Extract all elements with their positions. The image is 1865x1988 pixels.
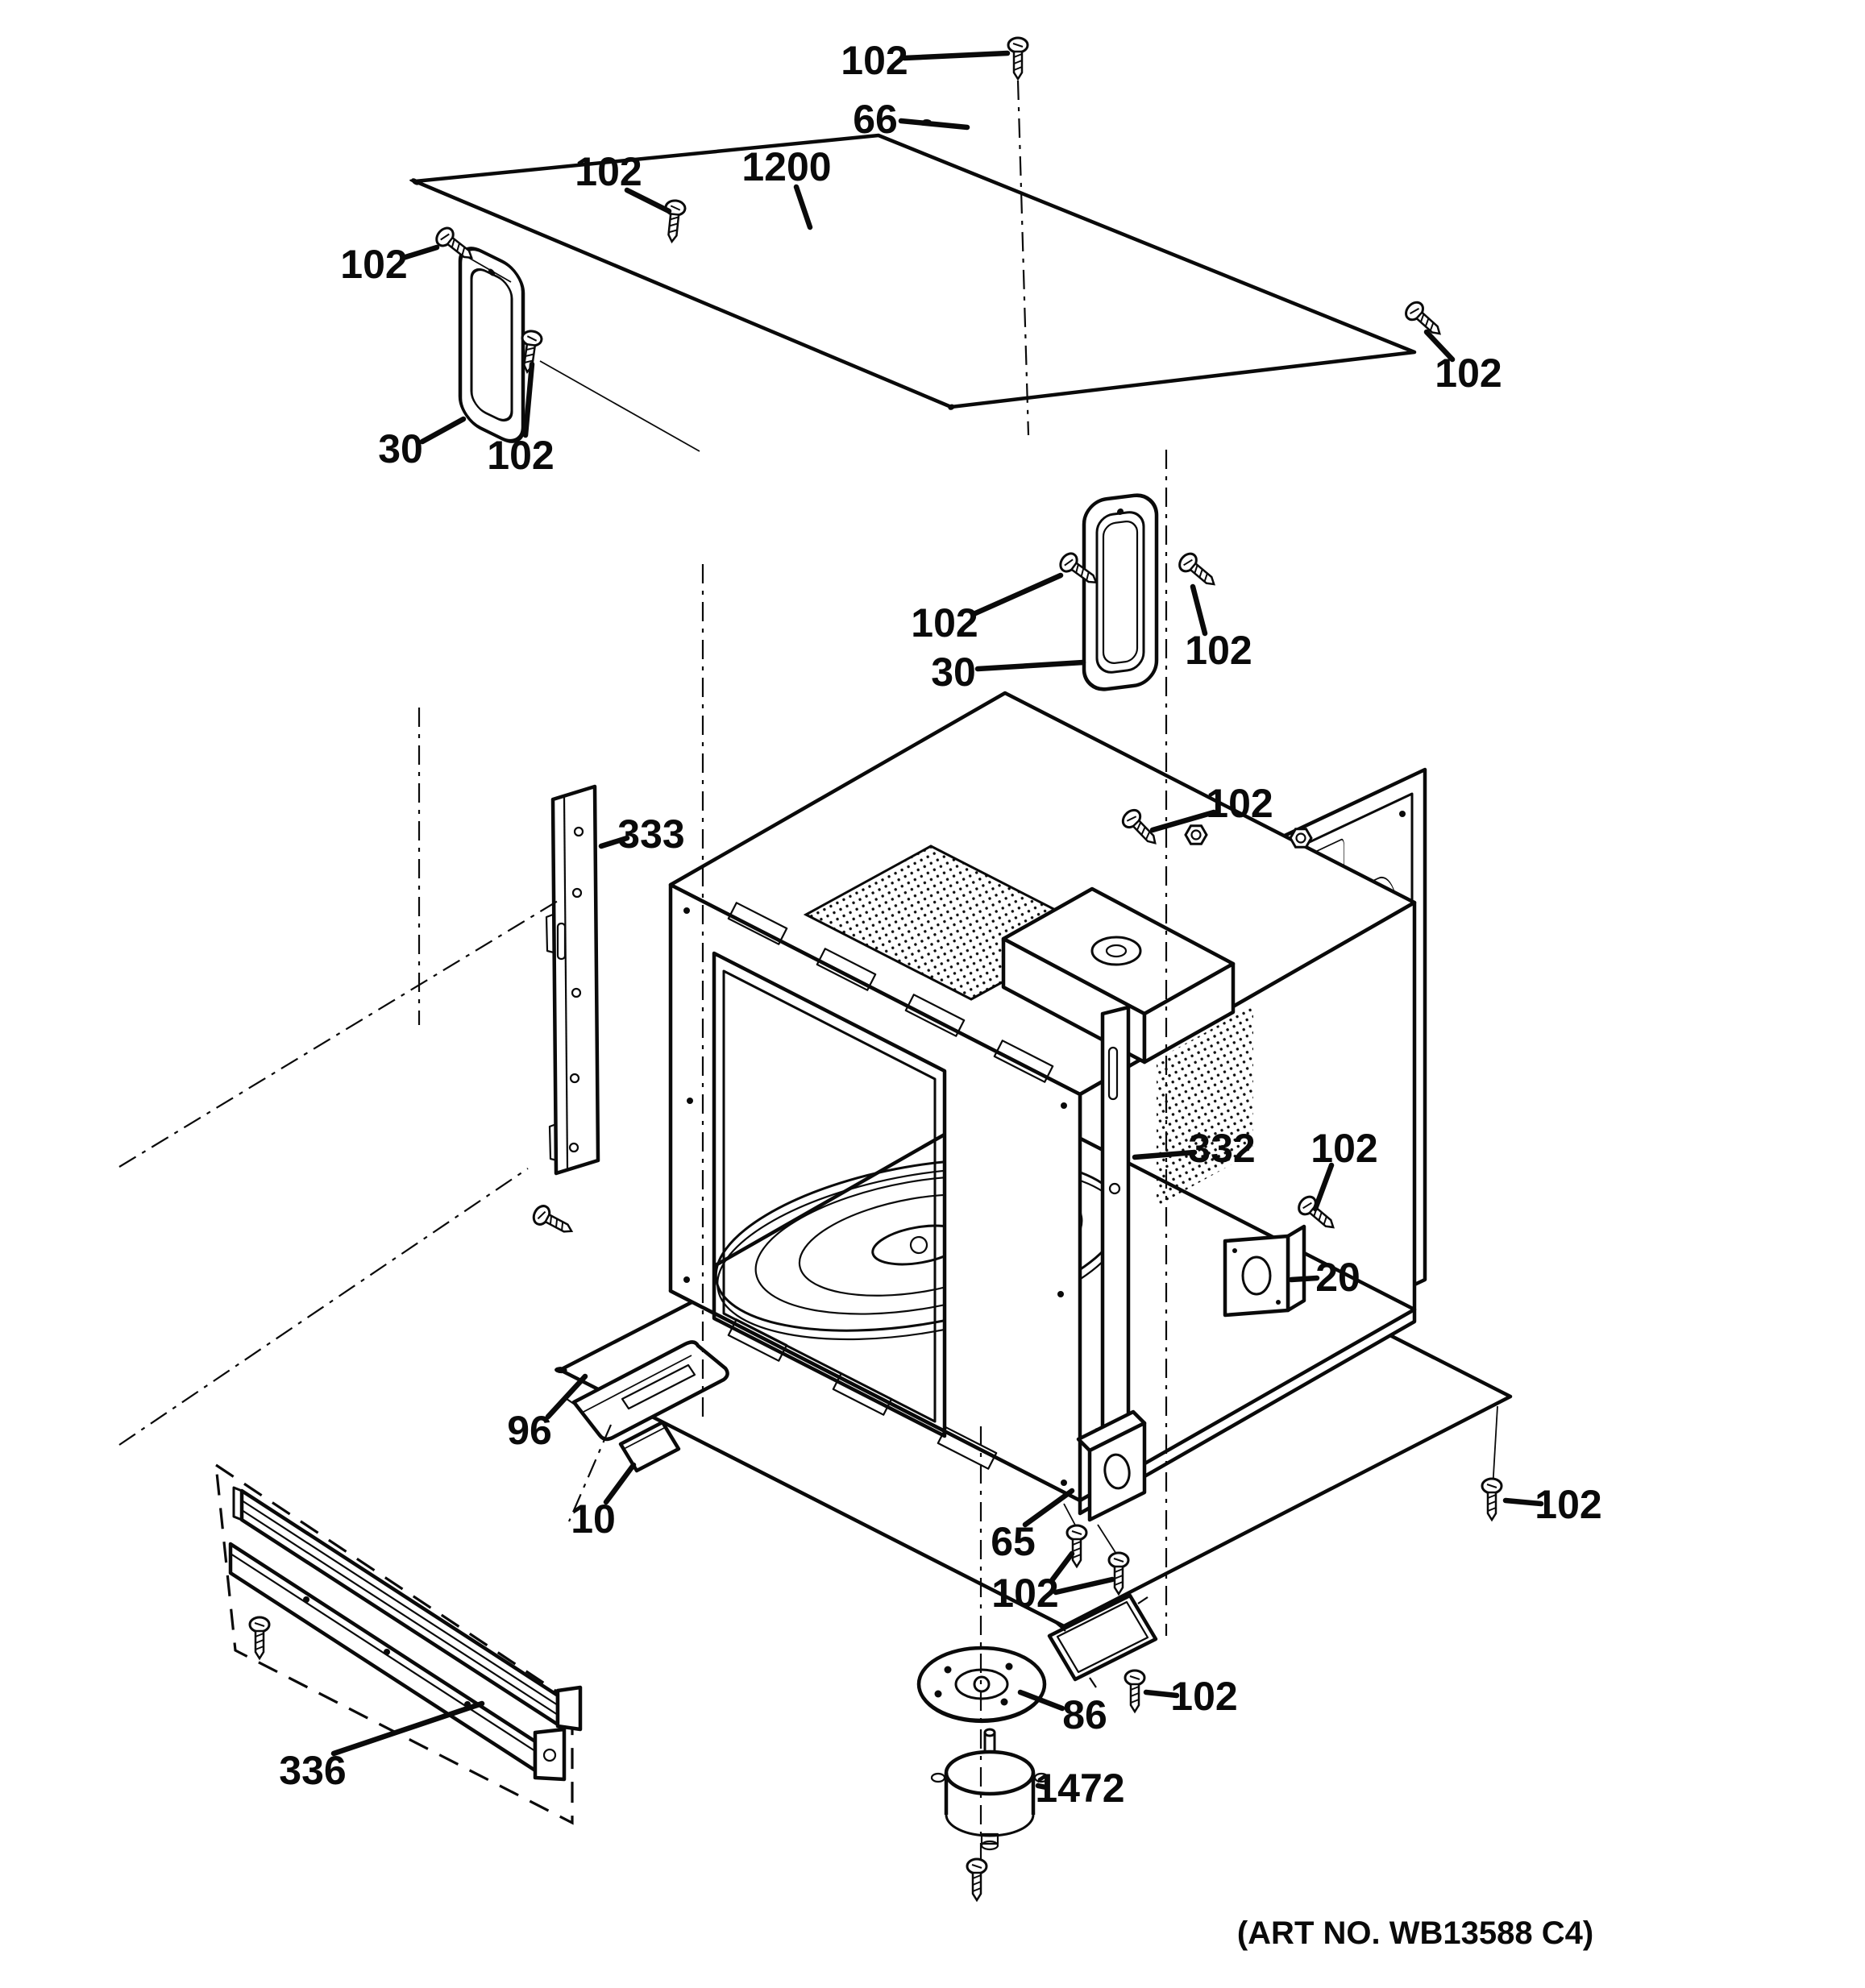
- callout-102: 102: [841, 38, 908, 83]
- callout-10: 10: [571, 1496, 616, 1542]
- callout-102: 102: [1535, 1482, 1601, 1527]
- leader-line: [1190, 583, 1208, 637]
- leader-line: [1132, 1149, 1198, 1160]
- callout-86: 86: [1062, 1692, 1107, 1737]
- callout-65: 65: [991, 1519, 1036, 1564]
- leader-line: [400, 244, 440, 261]
- callout-96: 96: [507, 1408, 552, 1453]
- leader-line: [1288, 1275, 1320, 1283]
- trim-rail-assembly-336: [214, 1462, 583, 1825]
- screw-icon: [1007, 36, 1029, 81]
- leader-line: [522, 361, 535, 438]
- leader-line: [898, 118, 970, 131]
- leader-line: [1502, 1497, 1544, 1507]
- screw-icon: [1174, 549, 1222, 593]
- leader-line: [545, 1373, 588, 1420]
- callout-1472: 1472: [1035, 1766, 1124, 1811]
- nut-icon: [1289, 828, 1313, 849]
- callout-layer: 102 66 1200 102 102 30 102 102 30 102 102 102 333 332…: [279, 38, 1601, 1811]
- leader-line: [624, 187, 672, 214]
- screw-icon: [1481, 1477, 1503, 1521]
- callout-20: 20: [1315, 1255, 1360, 1300]
- projection-lines: [118, 80, 1168, 1870]
- leader-line: [1423, 329, 1456, 363]
- leader-line: [901, 50, 1011, 61]
- vent-perforation: [1157, 1006, 1253, 1206]
- callout-30: 30: [931, 650, 976, 695]
- leader-line: [793, 184, 813, 230]
- callout-66: 66: [853, 97, 898, 142]
- leader-line: [1149, 809, 1217, 833]
- screw-icon: [1124, 1669, 1146, 1713]
- callout-102: 102: [1435, 351, 1502, 396]
- screw-icon: [966, 1857, 988, 1902]
- cover-plate-30-left: [458, 247, 525, 443]
- leader-line: [598, 835, 630, 849]
- screw-icon: [1401, 297, 1448, 342]
- trim-rail-lower: [228, 1542, 567, 1782]
- turntable-motor-1472: [930, 1728, 1049, 1851]
- leader-line: [419, 416, 467, 445]
- leader-line: [1049, 1550, 1075, 1583]
- bracket-65: [1076, 1409, 1147, 1522]
- bracket-20: [1223, 1224, 1306, 1318]
- nut-icon: [1184, 824, 1208, 845]
- callout-102: 102: [1185, 628, 1252, 673]
- screw-icon: [248, 1616, 271, 1660]
- oven-cavity-assembly: [668, 691, 1417, 1516]
- leader-line: [1017, 1689, 1065, 1712]
- callout-102: 102: [340, 242, 407, 287]
- leader-line: [1312, 1162, 1335, 1212]
- mounting-bracket-333: [545, 784, 600, 1176]
- art-number: (ART NO. WB13588 C4): [1237, 1915, 1593, 1951]
- case-rear-right-panel: [948, 404, 1159, 691]
- leader-line: [1035, 1783, 1049, 1791]
- leader-line: [330, 1700, 485, 1757]
- callout-336: 336: [279, 1748, 346, 1793]
- callout-102: 102: [487, 433, 554, 478]
- cover-plate-30-middle: [1082, 493, 1159, 691]
- trim-rail-upper: [232, 1486, 583, 1732]
- cavity-front-frame: [668, 882, 1082, 1503]
- callout-332: 332: [1188, 1126, 1255, 1171]
- leader-line: [1022, 1488, 1075, 1528]
- callout-30: 30: [378, 426, 423, 471]
- plate-10: [618, 1420, 681, 1473]
- callout-1200: 1200: [741, 144, 831, 189]
- oven-case-1200: [409, 133, 1417, 691]
- callout-102: 102: [575, 149, 642, 194]
- support-bracket-332: [1094, 1005, 1135, 1449]
- callout-102: 102: [1170, 1674, 1237, 1719]
- leader-line: [1053, 1576, 1115, 1596]
- leader-line: [1143, 1689, 1180, 1699]
- callout-333: 333: [617, 811, 684, 857]
- bottom-cover-plate: [1047, 1593, 1158, 1688]
- leader-line: [603, 1462, 637, 1505]
- case-left-panel: [411, 178, 419, 185]
- screw-icon: [529, 1202, 578, 1241]
- callout-102: 102: [911, 600, 978, 645]
- callout-102: 102: [1310, 1126, 1377, 1171]
- leader-line: [974, 659, 1086, 672]
- leader-line: [970, 572, 1064, 617]
- callout-102: 102: [1206, 781, 1273, 826]
- callout-102: 102: [991, 1571, 1058, 1616]
